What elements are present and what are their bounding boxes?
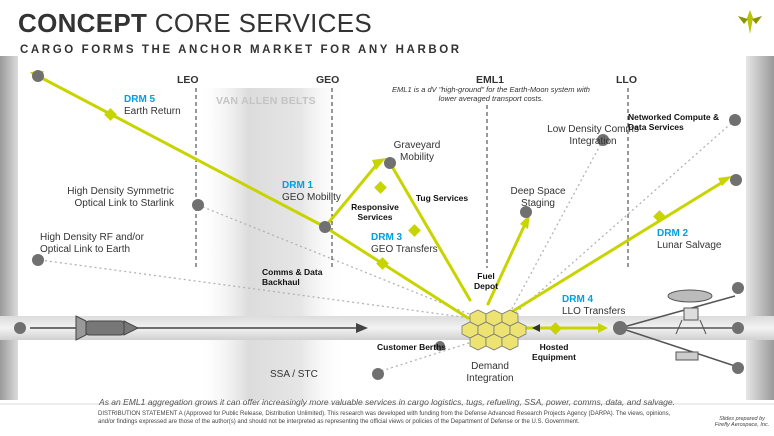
comms-integration-label: Low Density Comms Integration xyxy=(547,124,639,147)
footer-summary: As an EML1 aggregation grows it can offe… xyxy=(99,397,675,407)
comms-link-line xyxy=(507,139,604,317)
rf-link-label: High Density RF and/or Optical Link to E… xyxy=(40,232,144,255)
drm3-route xyxy=(323,225,470,320)
staging-label: Deep Space Staging xyxy=(510,186,566,209)
ssa-node xyxy=(372,368,384,380)
compute-link-line xyxy=(509,119,736,319)
lane-arrowhead xyxy=(356,323,368,333)
lunar-lander-icon xyxy=(667,289,713,361)
staging-route xyxy=(486,220,528,306)
lander-node-2 xyxy=(732,322,744,334)
launch-node xyxy=(14,322,26,334)
tug-waypoint xyxy=(408,224,421,237)
comms-data-backhaul-label: Comms & Data Backhaul xyxy=(262,267,323,287)
drm2-route xyxy=(503,178,728,318)
earth-return-node xyxy=(32,70,44,82)
distribution-statement: DISTRIBUTION STATEMENT A (Approved for P… xyxy=(98,411,671,425)
berths-node xyxy=(435,341,445,351)
comms-integration-node xyxy=(597,134,609,146)
geo-mobility-node xyxy=(319,221,331,233)
tug-services-label: Tug Services xyxy=(415,193,469,203)
drm2-arrowhead xyxy=(718,176,732,186)
drm3-waypoint xyxy=(376,257,389,270)
responsive-services-label: Responsive Services xyxy=(351,202,399,222)
eml1-note: EML1 is a dV "high-ground" for the Earth… xyxy=(392,85,590,103)
hosted-equipment-label: Hosted Equipment xyxy=(532,342,576,362)
ssa-label: SSA / STC xyxy=(270,369,318,380)
van-allen-belt-band xyxy=(196,88,346,400)
lander-spoke-3 xyxy=(619,327,736,367)
van-allen-belts-label: VAN ALLEN BELTS xyxy=(216,95,316,107)
lander-node-1 xyxy=(732,282,744,294)
networked-compute-node xyxy=(729,114,741,126)
firefly-logo-icon xyxy=(738,10,762,34)
drm5-waypoint xyxy=(104,108,117,121)
region-eml1: EML1 xyxy=(476,74,505,86)
demand-integration-label: Demand Integration xyxy=(466,361,514,384)
slide-credit: Slides prepared by Firefly Aerospace, In… xyxy=(714,416,770,429)
rf-link-line xyxy=(39,259,471,319)
region-leo: LEO xyxy=(177,74,199,86)
page-title: CONCEPT CORE SERVICES xyxy=(18,8,373,38)
responsive-route xyxy=(323,161,380,229)
region-geo: GEO xyxy=(316,74,340,86)
starlink-link-node xyxy=(192,199,204,211)
page-subtitle: CARGO FORMS THE ANCHOR MARKET FOR ANY HA… xyxy=(20,44,462,56)
region-llo: LLO xyxy=(616,74,637,86)
staging-node xyxy=(520,206,532,218)
lander-node-3 xyxy=(732,362,744,374)
tug-route xyxy=(388,161,472,302)
starlink-link-label: High Density Symmetric Optical Link to S… xyxy=(67,186,174,209)
customer-berths-label: Customer Berths xyxy=(377,342,446,352)
responsive-waypoint xyxy=(374,181,387,194)
moon-edge xyxy=(746,56,774,400)
fuel-depot-label: Fuel Depot xyxy=(473,271,499,291)
graveyard-label: Graveyard Mobility xyxy=(393,140,441,163)
earth-edge xyxy=(0,56,18,400)
launch-vehicle-icon xyxy=(75,315,140,341)
lander-spoke-1 xyxy=(619,295,736,329)
graveyard-node xyxy=(384,157,396,169)
rf-link-node xyxy=(32,254,44,266)
drm4-arrowhead xyxy=(598,323,608,333)
hosted-equipment-marker xyxy=(532,324,540,332)
responsive-arrowhead xyxy=(372,158,386,170)
drm5-route xyxy=(36,74,327,229)
llo-transfer-node xyxy=(613,321,627,335)
lunar-salvage-node xyxy=(730,174,742,186)
drm2-waypoint xyxy=(653,210,666,223)
fuel-depot-honeycomb xyxy=(461,309,527,351)
networked-compute-label: Networked Compute & Data Services xyxy=(628,112,720,132)
